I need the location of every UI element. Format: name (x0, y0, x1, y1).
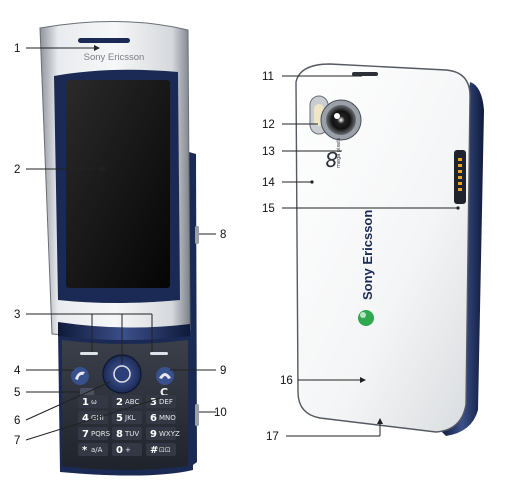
key-number-label: 1 (82, 397, 89, 408)
camera-lens (326, 105, 356, 135)
key-number-label: 8 (116, 429, 123, 440)
connector-pins (458, 158, 462, 191)
callout-leaders (25, 47, 458, 441)
call-icon (75, 371, 85, 380)
key-6[interactable] (146, 411, 176, 424)
key-letters-label: ⊡⊡ (159, 446, 171, 454)
key-number-label: 4 (82, 413, 89, 424)
callout-1: 1 (14, 43, 20, 55)
back-side-edge (440, 82, 484, 436)
key-2[interactable] (112, 395, 142, 408)
back-body (295, 63, 471, 433)
callout-12: 12 (262, 119, 275, 131)
callout-2: 2 (14, 164, 20, 176)
clear-key[interactable]: C (160, 386, 168, 399)
callout-15: 15 (262, 203, 275, 215)
key-10[interactable] (78, 443, 108, 456)
key-9[interactable] (146, 427, 176, 440)
callout-7: 7 (14, 435, 20, 447)
key-number-label: 2 (116, 397, 123, 408)
key-number-label: 6 (150, 413, 157, 424)
screen (66, 80, 170, 288)
key-letters-label: DEF (159, 398, 173, 406)
callout-13: 13 (262, 146, 275, 158)
callout-4: 4 (14, 365, 21, 377)
key-12[interactable] (146, 443, 176, 456)
key-letters-label: MNO (159, 414, 176, 422)
key-number-label: 7 (82, 429, 89, 440)
key-8[interactable] (112, 427, 142, 440)
back-brand-text: Sony Ericsson (360, 210, 375, 300)
key-number-label: 9 (150, 429, 157, 440)
key-4[interactable] (78, 411, 108, 424)
key-letters-label: PQRS (91, 430, 111, 438)
callout-16: 16 (280, 375, 293, 387)
slider-band (58, 322, 190, 340)
volume-key[interactable] (195, 404, 199, 426)
left-softkey[interactable] (80, 352, 98, 355)
lens-glint (334, 113, 340, 119)
key-number-label: * (82, 445, 88, 456)
callout-9: 9 (220, 365, 226, 377)
key-letters-label: ω (91, 398, 97, 406)
callout-17: 17 (266, 431, 279, 443)
megapixel-sublabel: mega pixels (336, 137, 342, 168)
key-number-label: 5 (116, 413, 123, 424)
back-phone: 8 mega pixels Sony Ericsson (295, 63, 484, 436)
key-letters-label: TUV (124, 430, 139, 438)
callout-8: 8 (220, 229, 226, 241)
callout-5: 5 (14, 387, 20, 399)
callout-10: 10 (214, 407, 227, 419)
call-key[interactable] (71, 367, 89, 385)
side-camera-key[interactable] (195, 226, 199, 244)
key-letters-label: ABC (125, 398, 139, 406)
end-call-icon (159, 373, 171, 379)
callout-11: 11 (262, 71, 274, 83)
megapixel-label: 8 (325, 147, 338, 171)
callout-arrows (94, 45, 460, 424)
key-letters-label: + (125, 446, 131, 454)
key-letters-label: JKL (124, 414, 136, 422)
key-number-label: # (150, 445, 158, 456)
callout-6: 6 (14, 415, 20, 427)
key-11[interactable] (112, 443, 142, 456)
right-softkey[interactable] (150, 352, 168, 355)
key-1[interactable] (78, 395, 108, 408)
key-7[interactable] (78, 427, 108, 440)
back-speaker-slot (352, 72, 378, 76)
key-5[interactable] (112, 411, 142, 424)
key-letters-label: WXYZ (159, 430, 180, 438)
navigation-center-key[interactable] (113, 365, 131, 383)
key-number-label: 3 (150, 397, 157, 408)
key-3[interactable] (146, 395, 176, 408)
sony-ericsson-logo (358, 310, 374, 326)
callout-14: 14 (262, 177, 275, 189)
earpiece-slot (78, 38, 130, 43)
callout-labels: 1 2 3 4 5 6 7 8 9 10 11 12 13 14 15 16 1… (14, 43, 293, 447)
callout-3: 3 (14, 309, 20, 321)
key-number-label: 0 (116, 445, 123, 456)
key-letters-label: a/A (91, 446, 103, 454)
front-brand-text: Sony Ericsson (84, 52, 145, 63)
